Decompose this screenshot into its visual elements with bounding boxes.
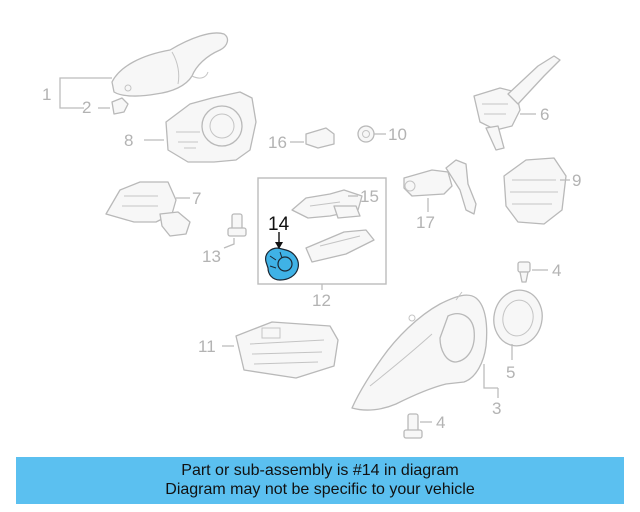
info-banner: Part or sub-assembly is #14 in diagram D… xyxy=(16,457,624,504)
callout-16: 16 xyxy=(268,133,287,152)
leader-1 xyxy=(59,77,112,109)
part-16-bracket xyxy=(305,127,335,149)
callout-15: 15 xyxy=(360,187,379,206)
part-2-clip xyxy=(111,97,129,115)
callout-4-lower: 4 xyxy=(436,413,445,432)
callout-6: 6 xyxy=(540,105,549,124)
callout-11: 11 xyxy=(198,337,216,356)
part-14-highlighted-switch xyxy=(265,247,299,281)
part-11-control-module xyxy=(235,321,339,379)
leader-14-arrowhead xyxy=(275,242,283,249)
part-10-nut xyxy=(357,125,375,143)
callout-10: 10 xyxy=(388,125,407,144)
callout-2: 2 xyxy=(82,98,91,117)
callout-17: 17 xyxy=(416,213,435,232)
part-8-switch-housing xyxy=(165,91,257,163)
callout-9: 9 xyxy=(572,171,581,190)
part-17-lock-cylinder xyxy=(403,159,477,215)
exploded-parts-diagram: 1 2 8 7 13 16 10 xyxy=(42,32,581,439)
part-lock-body xyxy=(305,229,375,263)
banner-line-disclaimer: Diagram may not be specific to your vehi… xyxy=(165,481,475,498)
part-4-screw-upper xyxy=(517,261,531,283)
part-4-bolt-lower xyxy=(403,413,423,439)
part-3-lower-cover xyxy=(351,291,488,411)
part-13-bolt xyxy=(227,213,247,237)
leader-13 xyxy=(223,238,235,249)
part-7-wiper-switch xyxy=(105,181,191,237)
leader-3 xyxy=(483,364,499,398)
part-5-trim-ring xyxy=(493,289,543,347)
callout-7: 7 xyxy=(192,189,201,208)
callout-12: 12 xyxy=(312,291,331,310)
part-6-multifunction-switch xyxy=(473,55,561,151)
callout-1: 1 xyxy=(42,85,51,104)
callout-13: 13 xyxy=(202,247,221,266)
part-1-column-shroud xyxy=(111,32,229,97)
callout-8: 8 xyxy=(124,131,133,150)
callout-4-upper: 4 xyxy=(552,261,561,280)
callout-3: 3 xyxy=(492,399,501,418)
callout-5: 5 xyxy=(506,363,515,382)
part-9-angle-sensor xyxy=(503,157,567,225)
part-15-lock-housing xyxy=(291,189,363,219)
callout-14: 14 xyxy=(268,214,290,235)
banner-line-part-reference: Part or sub-assembly is #14 in diagram xyxy=(181,462,459,479)
